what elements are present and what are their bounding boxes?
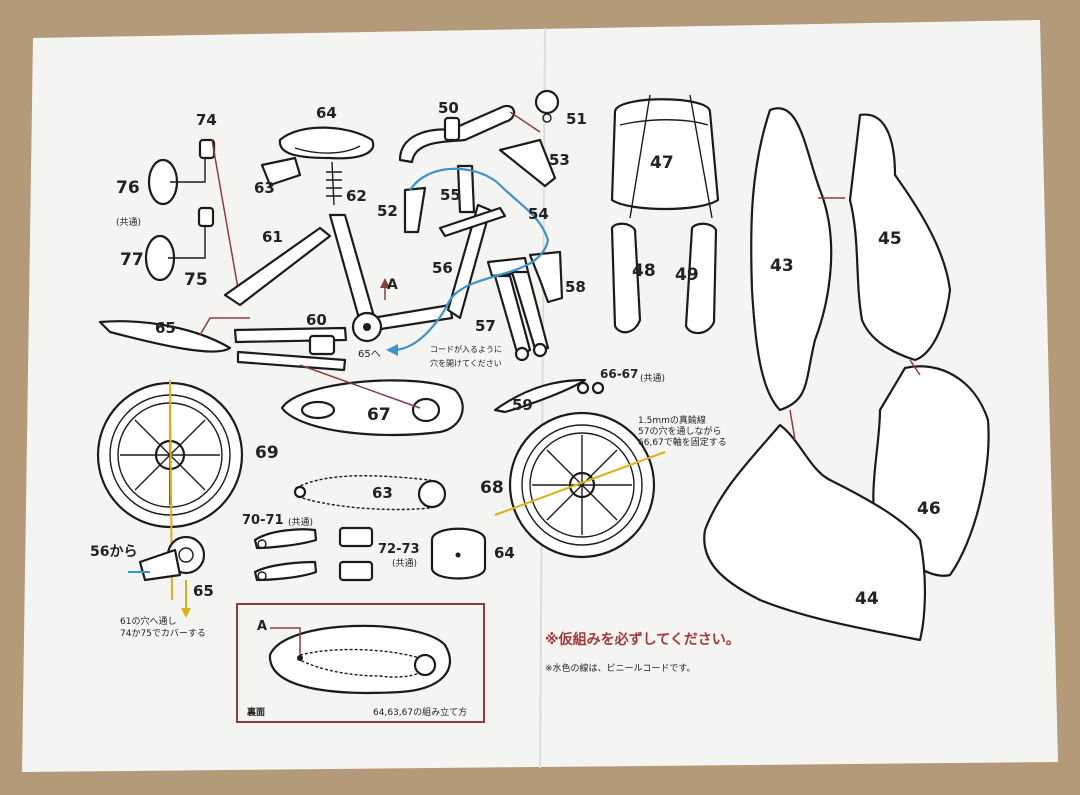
arrow-a-head xyxy=(380,278,390,288)
note-cover-1: 61の穴へ通し xyxy=(120,615,176,627)
leader-51 xyxy=(509,111,541,133)
label-64-disc: 64 xyxy=(494,544,515,562)
leader-65 xyxy=(199,317,250,336)
label-77: 77 xyxy=(120,250,144,270)
rear-fender-65-drawing xyxy=(98,320,232,353)
label-65-fender: 65 xyxy=(155,319,176,337)
label-63-chain: 63 xyxy=(372,484,393,502)
label-arrow-a: A xyxy=(387,277,398,293)
label-54: 54 xyxy=(528,205,549,223)
note-cord-hole-2: 穴を開けてください xyxy=(430,358,502,368)
label-61: 61 xyxy=(262,228,283,246)
label-56-from: 56から xyxy=(90,544,137,560)
vinyl-note-text: ※水色の線は、ビニールコードです。 xyxy=(545,662,695,674)
label-45: 45 xyxy=(878,229,902,249)
seat-64-drawing xyxy=(260,126,375,206)
leader-45-46 xyxy=(909,359,921,376)
label-common-66: (共通) xyxy=(640,373,665,384)
label-49: 49 xyxy=(675,265,699,285)
label-62: 62 xyxy=(346,187,367,205)
inset-caption: 64,63,67の組み立て方 xyxy=(373,706,467,718)
bracket-48-drawing xyxy=(610,222,642,334)
leader-67 xyxy=(299,364,421,409)
note-wire-1: 1.5mmの真鍮線 xyxy=(638,414,706,426)
disc-64-drawing xyxy=(430,527,487,580)
stays-60-drawing xyxy=(233,326,348,372)
inset-box xyxy=(236,603,485,723)
label-65-motor: 65 xyxy=(193,582,214,600)
front-fender-59-drawing xyxy=(493,378,587,414)
label-70-71: 70-71 xyxy=(242,513,284,528)
inset-label-back: 裏面 xyxy=(246,706,265,718)
label-74: 74 xyxy=(196,111,217,129)
pedals-72-73-drawing xyxy=(338,526,374,582)
label-66-67: 66-67 xyxy=(600,367,638,381)
label-48: 48 xyxy=(632,261,656,281)
inset-leader-a xyxy=(270,627,301,655)
basket-47-drawing xyxy=(610,94,720,219)
inset-assembly-drawing xyxy=(268,624,452,695)
label-43: 43 xyxy=(770,256,794,276)
leader-74 xyxy=(211,139,241,301)
label-47: 47 xyxy=(650,153,674,173)
front-wheel-68-drawing xyxy=(508,411,656,559)
label-76: 76 xyxy=(116,178,140,198)
label-69: 69 xyxy=(255,443,279,463)
cover-45-drawing xyxy=(848,113,952,362)
label-57: 57 xyxy=(475,317,496,335)
label-50: 50 xyxy=(438,99,459,117)
label-60: 60 xyxy=(306,311,327,329)
note-wire-2: 57の穴を通しながら xyxy=(638,425,721,437)
label-58: 58 xyxy=(565,278,586,296)
label-59: 59 xyxy=(512,396,533,414)
label-75: 75 xyxy=(184,270,208,290)
label-65-to: 65へ xyxy=(358,349,381,360)
vinyl-cord-line xyxy=(394,167,550,352)
cranks-70-71-drawing xyxy=(253,528,318,582)
guide-arrow-head xyxy=(181,608,191,618)
label-64-seat: 64 xyxy=(316,104,337,122)
label-46: 46 xyxy=(917,499,941,519)
bracket-49-drawing xyxy=(684,222,718,335)
fork-57-drawing xyxy=(486,250,564,362)
frame-61-drawing xyxy=(223,203,507,343)
guide-line-axle xyxy=(494,451,666,516)
label-51: 51 xyxy=(566,110,587,128)
label-common-76: (共通) xyxy=(116,217,141,228)
label-56: 56 xyxy=(432,259,453,277)
label-52: 52 xyxy=(377,202,398,220)
label-72-73: 72-73 xyxy=(378,542,420,557)
label-67: 67 xyxy=(367,405,391,425)
warning-text: ※仮組みを必ずしてください。 xyxy=(545,631,740,648)
note-cover-2: 74か75でカバーする xyxy=(120,628,206,639)
washer-67-drawing xyxy=(591,381,605,395)
leader-43-44 xyxy=(789,409,796,441)
lamp-76-drawing xyxy=(147,138,216,206)
label-53: 53 xyxy=(549,151,570,169)
note-cord-hole-1: コードが入るように xyxy=(430,344,502,354)
label-68: 68 xyxy=(480,478,504,498)
chain-63-drawing xyxy=(293,475,447,511)
handlebar-50-drawing xyxy=(398,89,560,234)
inset-label-a: A xyxy=(257,619,267,634)
washer-66-drawing xyxy=(576,381,590,395)
lamp-77-drawing xyxy=(144,206,215,282)
label-63-clamp: 63 xyxy=(254,179,275,197)
label-55: 55 xyxy=(440,186,461,204)
label-common-70: (共通) xyxy=(288,517,313,528)
label-44: 44 xyxy=(855,589,879,609)
cover-43-drawing xyxy=(750,107,833,412)
cover-44-drawing xyxy=(703,423,927,642)
label-common-72: (共通) xyxy=(392,558,417,569)
cord-arrow-head xyxy=(386,344,398,356)
note-wire-3: 66,67で軸を固定する xyxy=(638,436,727,448)
